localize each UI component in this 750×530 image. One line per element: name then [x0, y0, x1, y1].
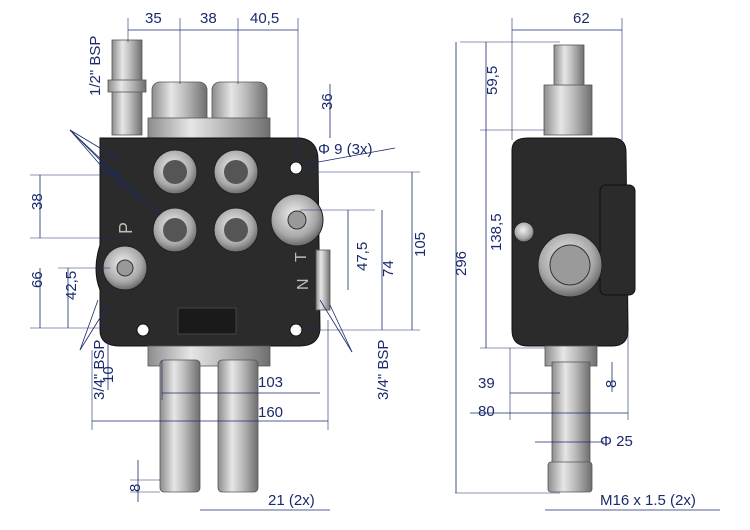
dim-36: 36	[319, 93, 336, 110]
dim-62: 62	[573, 10, 590, 27]
dim-296: 296	[453, 251, 470, 276]
dim-38-left: 38	[29, 193, 46, 210]
label-n: N	[295, 278, 312, 290]
dim-8-front: 8	[127, 484, 144, 492]
port-label-top: 1/2" BSP	[87, 36, 104, 96]
work-ports	[152, 149, 259, 253]
dim-47-5: 47,5	[354, 242, 371, 271]
side-view: 62 59,5 138,5 296 39 80 8 Φ 25 M16 x 1.5…	[453, 10, 720, 511]
label-t: T	[293, 252, 310, 262]
dim-103: 103	[258, 374, 283, 391]
mount-hole-2	[136, 323, 150, 337]
dim-74: 74	[380, 260, 397, 277]
dim-105: 105	[412, 232, 429, 257]
dim-39: 39	[478, 375, 495, 392]
dim-21: 21 (2x)	[268, 492, 315, 509]
port-label-left: 3/4" BSP	[91, 340, 108, 400]
dim-40-5: 40,5	[250, 10, 279, 27]
dim-hole: Φ 9 (3x)	[318, 141, 372, 158]
side-spool-rod	[551, 361, 591, 473]
dim-10: 10	[100, 366, 117, 383]
dim-25: Φ 25	[600, 433, 633, 450]
spool-rod-1	[159, 359, 201, 493]
dim-59-5: 59,5	[484, 66, 501, 95]
dim-42-5: 42,5	[63, 271, 80, 300]
dim-138-5: 138,5	[488, 213, 505, 251]
spool-rod-2	[217, 359, 259, 493]
mount-hole-1	[289, 161, 303, 175]
port-label-right: 3/4" BSP	[375, 340, 392, 400]
side-port	[315, 249, 331, 311]
dim-160: 160	[258, 404, 283, 421]
dim-38: 38	[200, 10, 217, 27]
dim-35: 35	[145, 10, 162, 27]
label-p: P	[116, 222, 136, 234]
front-view: P T N 35 38 40,5 36 Φ 9 (3x) 47,5 74 105	[29, 10, 429, 511]
dim-8-side: 8	[603, 380, 620, 388]
label-plate	[177, 307, 237, 335]
dim-80: 80	[478, 403, 495, 420]
side-bolt	[513, 221, 535, 243]
side-thread	[547, 461, 593, 493]
dim-thread: M16 x 1.5 (2x)	[600, 492, 696, 509]
dim-66: 66	[29, 271, 46, 288]
